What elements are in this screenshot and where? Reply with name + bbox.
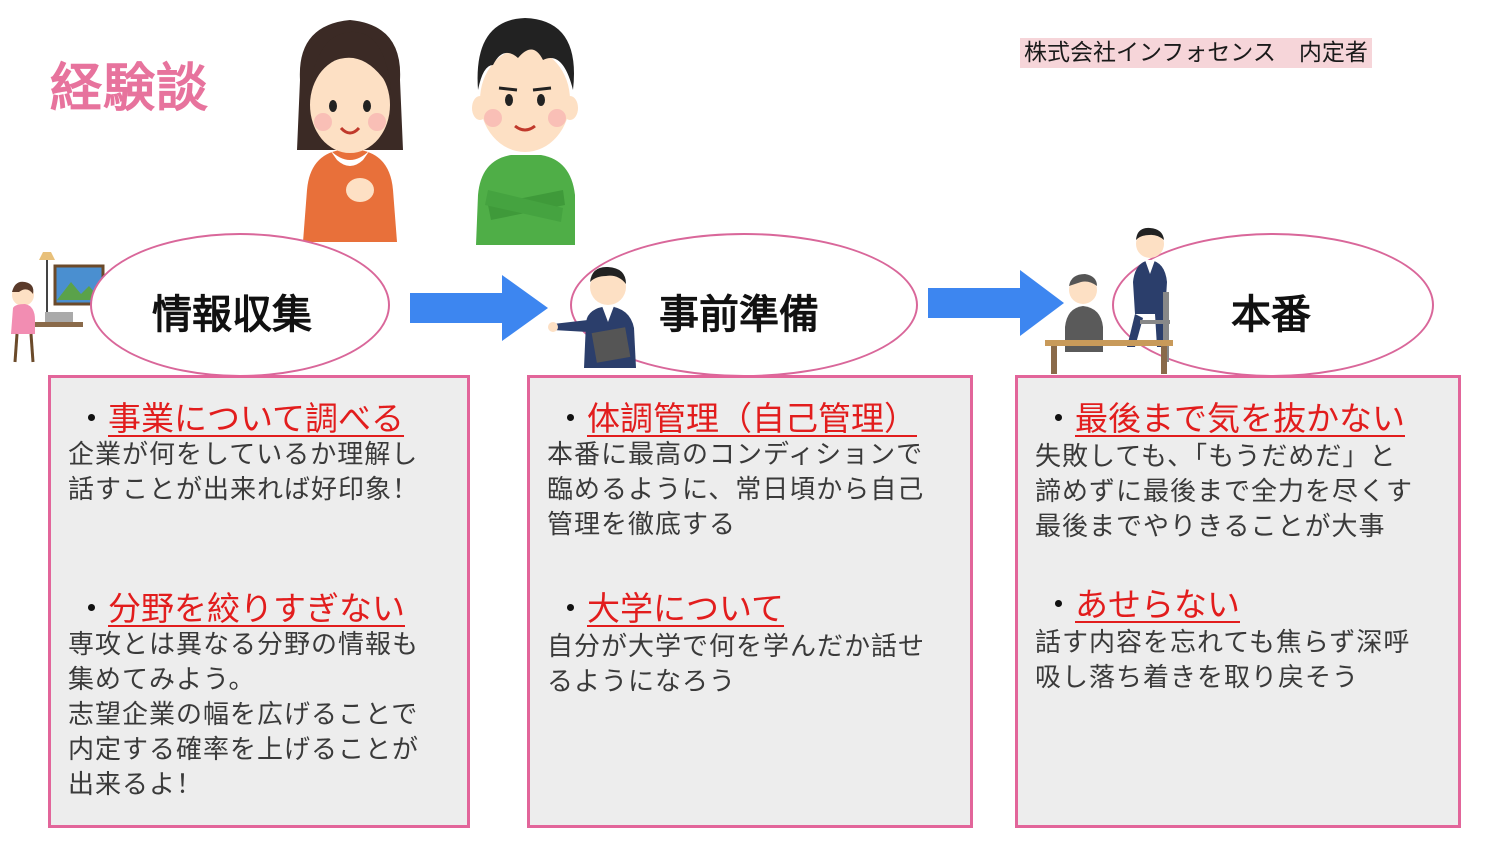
step-label-preparation: 事前準備	[659, 292, 819, 338]
man-character	[472, 18, 578, 245]
right-arrow-icon	[928, 270, 1064, 336]
tip-heading: ・大学について	[554, 589, 785, 628]
page-title: 経験談	[50, 59, 210, 119]
presenter-pointing-icon	[548, 266, 636, 368]
tip-heading: ・分野を絞りすぎない	[75, 589, 405, 628]
student-at-desk-icon	[11, 252, 105, 363]
tip-body: 本番に最高のコンディションで 臨めるように、常日頃から自己 管理を徹底する	[547, 440, 925, 540]
step-label-interview: 本番	[1231, 292, 1311, 338]
tip-heading: ・体調管理（自己管理）	[554, 399, 917, 438]
right-arrow-icon	[410, 275, 548, 341]
tips-panel-preparation: ・体調管理（自己管理） 本番に最高のコンディションで 臨めるように、常日頃から自…	[527, 375, 973, 828]
tips-panel-interview: ・最後まで気を抜かない 失敗しても、「もうだめだ」と 諦めずに最後まで全力を尽く…	[1015, 375, 1461, 828]
tip-body: 企業が何をしているか理解し 話すことが出来れば好印象！	[68, 440, 420, 505]
woman-character	[297, 20, 403, 242]
tip-body: 専攻とは異なる分野の情報も 集めてみよう。 志望企業の幅を広げることで 内定する…	[68, 630, 420, 800]
interview-icon	[1045, 227, 1173, 374]
step-oval-info-gathering	[90, 233, 390, 377]
company-label: 株式会社インフォセンス 内定者	[1020, 38, 1372, 68]
step-label-info-gathering: 情報収集	[152, 292, 312, 338]
tip-body: 話す内容を忘れても焦らず深呼 吸し落ち着きを取り戻そう	[1035, 628, 1411, 693]
tips-panel-info-gathering: ・事業について調べる 企業が何をしているか理解し 話すことが出来れば好印象！ ・…	[48, 375, 470, 828]
tip-heading: ・あせらない	[1042, 585, 1240, 624]
tip-heading: ・最後まで気を抜かない	[1042, 399, 1405, 438]
tip-heading: ・事業について調べる	[75, 399, 405, 438]
tip-body: 自分が大学で何を学んだか話せ るようになろう	[547, 632, 926, 697]
tip-body: 失敗しても、「もうだめだ」と 諦めずに最後まで全力を尽くす 最後までやりきること…	[1035, 442, 1414, 542]
